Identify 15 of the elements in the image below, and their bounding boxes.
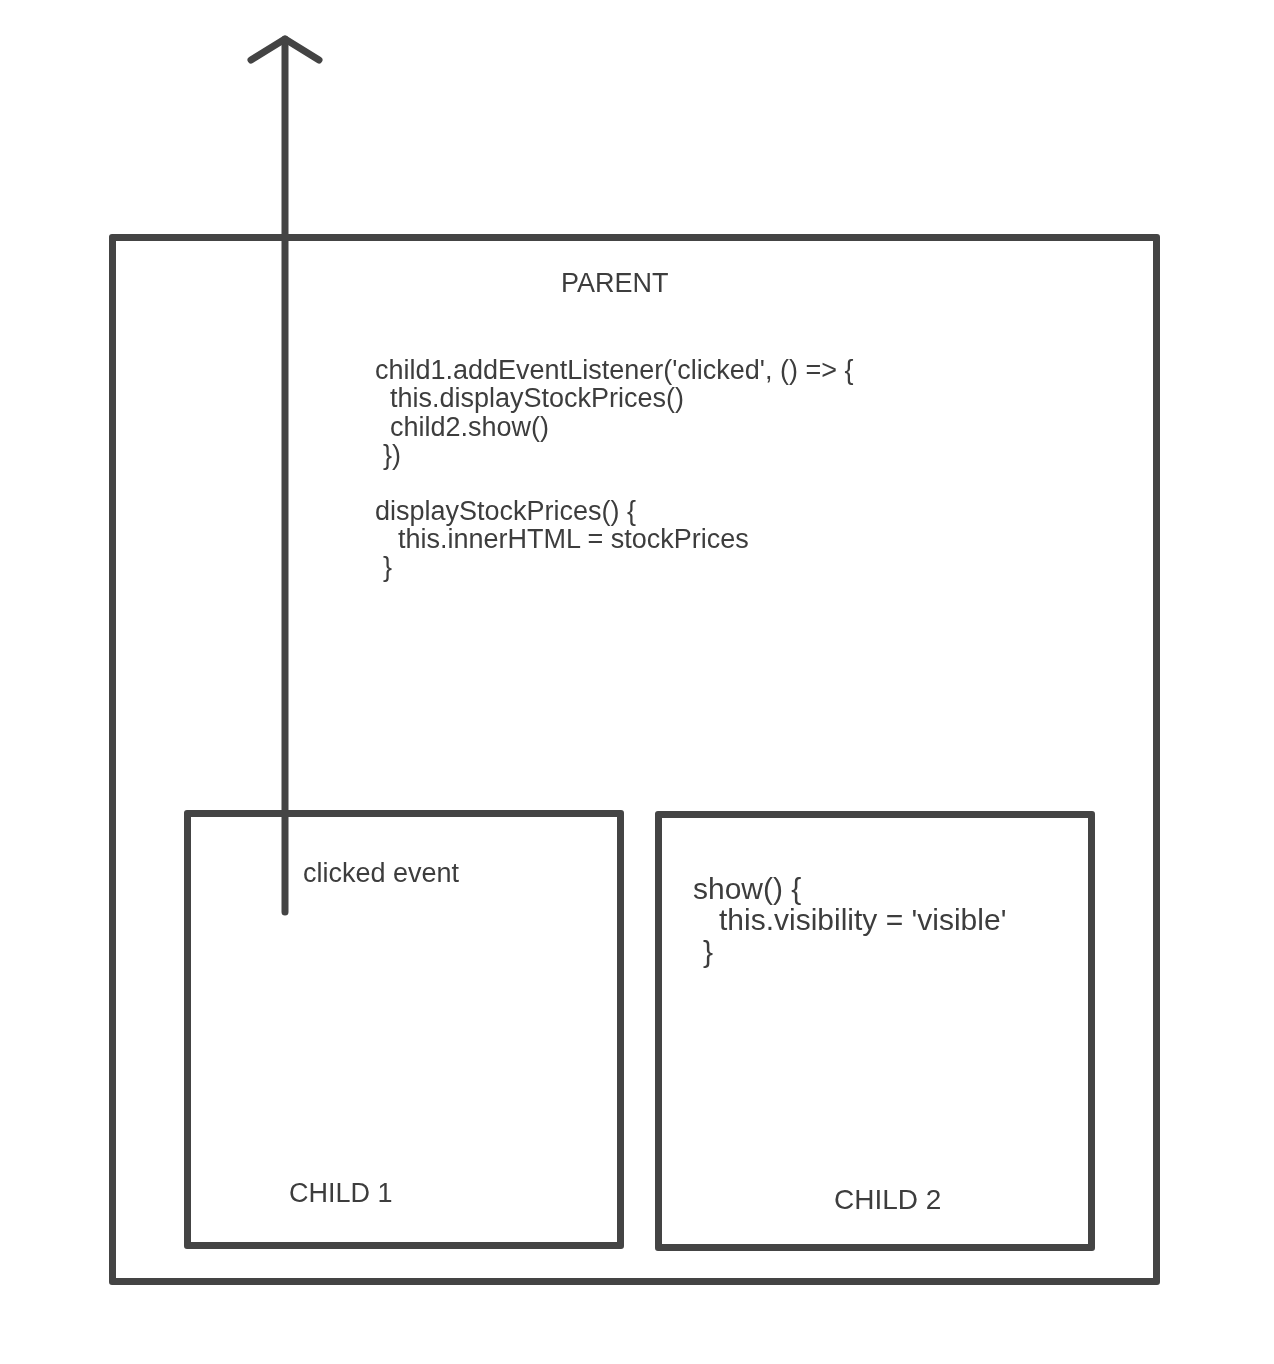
code-line: } bbox=[703, 936, 714, 968]
parent-box bbox=[109, 234, 1160, 1285]
code-line: show() { bbox=[693, 873, 802, 905]
child-title: CHILD 2 bbox=[834, 1185, 942, 1215]
code-line: }) bbox=[383, 440, 401, 470]
child-box bbox=[184, 810, 624, 1249]
code-line: } bbox=[383, 552, 393, 582]
code-line: child2.show() bbox=[390, 412, 550, 442]
code-line: this.visibility = 'visible' bbox=[719, 904, 1007, 936]
code-line: child1.addEventListener('clicked', () => { bbox=[375, 355, 854, 385]
child-box bbox=[655, 811, 1095, 1251]
event-label: clicked event bbox=[303, 858, 460, 888]
child-title: CHILD 1 bbox=[289, 1178, 393, 1208]
code-line: displayStockPrices() { bbox=[375, 496, 637, 526]
parent-title: PARENT bbox=[561, 268, 669, 298]
